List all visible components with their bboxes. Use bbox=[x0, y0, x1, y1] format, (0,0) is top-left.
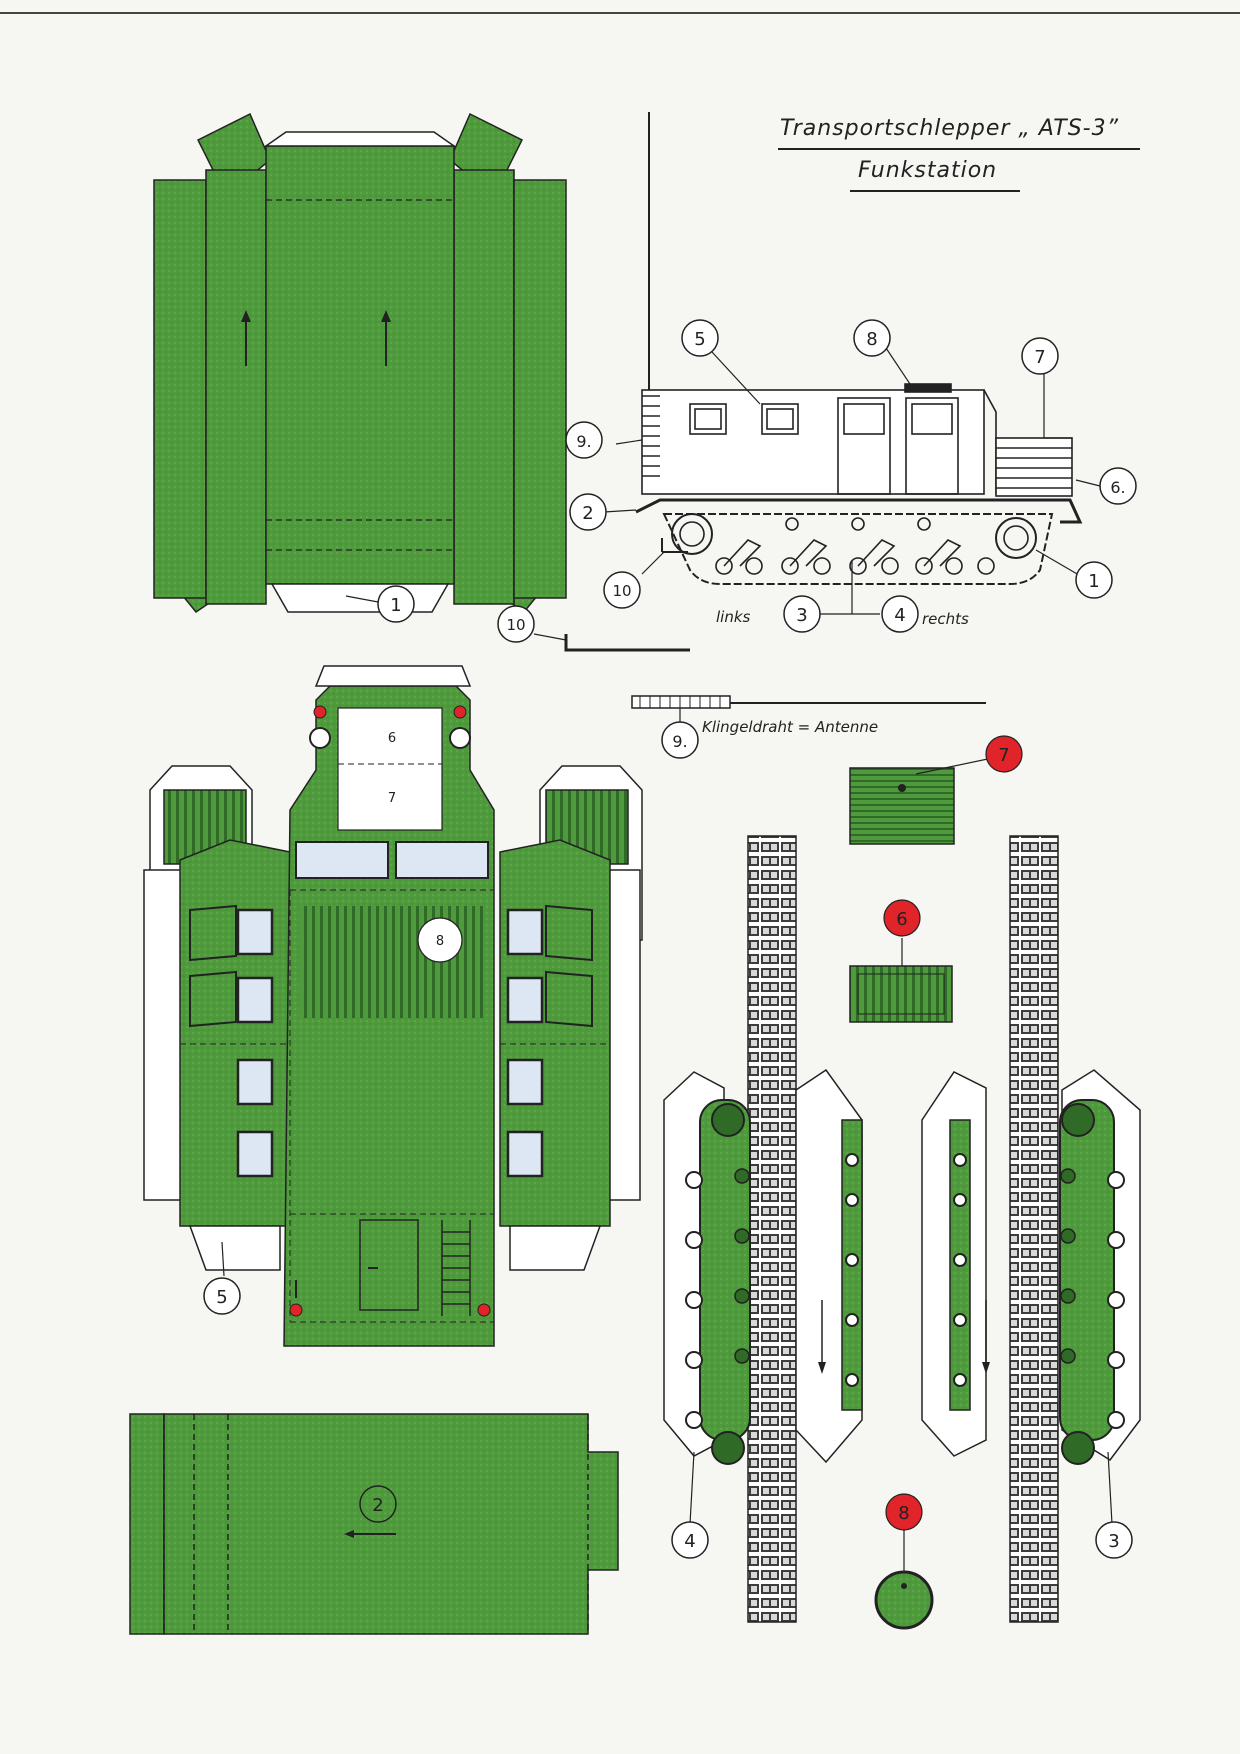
label-links: links bbox=[716, 608, 751, 626]
callout-10-side: 10 bbox=[603, 571, 641, 609]
label-antenna: Klingeldraht = Antenne bbox=[702, 718, 878, 736]
red-callout-6: 6 bbox=[883, 899, 921, 937]
panel-7-text: 7 bbox=[388, 791, 396, 806]
callout-5-side-text: 5 bbox=[694, 329, 705, 350]
callout-5-body-text: 5 bbox=[216, 1287, 227, 1308]
callout-6-side: 6. bbox=[1099, 467, 1137, 505]
part-1-roof-net bbox=[153, 112, 567, 614]
callout-4-side: 4 bbox=[881, 595, 919, 633]
callout-6-side-text: 6. bbox=[1110, 478, 1125, 497]
panel-label-8: 8 bbox=[436, 934, 444, 949]
callout-4-gear: 4 bbox=[671, 1521, 709, 1559]
part-7-panel bbox=[849, 755, 1003, 845]
part-2-base-plate bbox=[129, 1413, 619, 1635]
part-8-hatch-disc bbox=[874, 1530, 934, 1630]
callout-8-side: 8 bbox=[853, 319, 891, 357]
callout-7-side: 7 bbox=[1021, 337, 1059, 375]
callout-1-text: 1 bbox=[390, 595, 401, 616]
panel-6-text: 6 bbox=[388, 731, 396, 746]
panel-8-text: 8 bbox=[436, 934, 444, 949]
callout-3-side: 3 bbox=[783, 595, 821, 633]
panel-label-6: 6 bbox=[388, 731, 396, 746]
track-strip-right bbox=[1009, 835, 1059, 1623]
part-5-body-net bbox=[143, 665, 643, 1347]
sheet-top-edge bbox=[0, 12, 1240, 14]
callout-1-roof: 1 bbox=[345, 585, 415, 623]
callout-5-side: 5 bbox=[681, 319, 719, 357]
callout-7-side-text: 7 bbox=[1034, 347, 1045, 368]
subtitle-underline bbox=[850, 190, 1020, 192]
callout-4-gear-text: 4 bbox=[684, 1531, 695, 1552]
callout-3-gear: 3 bbox=[1095, 1521, 1133, 1559]
callout-2-side: 2 bbox=[569, 493, 607, 531]
callout-8-side-text: 8 bbox=[866, 329, 877, 350]
part-9-antenna-drawing bbox=[631, 695, 986, 726]
panel-label-7: 7 bbox=[388, 791, 396, 806]
side-leader-lines bbox=[603, 347, 1101, 615]
part-10-bracket-drawing bbox=[533, 633, 690, 652]
sheet-subtitle: Funkstation bbox=[858, 158, 998, 183]
side-elevation-drawing bbox=[635, 112, 1083, 585]
callout-10-bracket: 10 bbox=[497, 605, 535, 643]
label-rechts: rechts bbox=[922, 610, 969, 628]
red-callout-8: 8 bbox=[885, 1493, 923, 1531]
callout-5-body: 5 bbox=[203, 1277, 241, 1315]
callout-2-side-text: 2 bbox=[582, 503, 593, 524]
part-3-running-gear bbox=[921, 1069, 1141, 1525]
callout-10-bracket-text: 10 bbox=[506, 616, 525, 634]
callout-3-side-text: 3 bbox=[796, 605, 807, 626]
callout-9-side-text: 9. bbox=[576, 432, 591, 451]
title-underline bbox=[778, 148, 1140, 150]
callout-4-side-text: 4 bbox=[894, 605, 905, 626]
callout-1-side: 1 bbox=[1075, 561, 1113, 599]
callout-3-gear-text: 3 bbox=[1108, 1531, 1119, 1552]
callout-9-antenna: 9. bbox=[661, 721, 699, 759]
callout-9-antenna-text: 9. bbox=[672, 732, 687, 751]
callout-2-base: 2 bbox=[359, 1485, 397, 1523]
callout-2-base-text: 2 bbox=[372, 1495, 383, 1516]
red-7-text: 7 bbox=[998, 745, 1009, 766]
red-callout-7: 7 bbox=[985, 735, 1023, 773]
callout-9-side: 9. bbox=[565, 421, 603, 459]
red-8-text: 8 bbox=[898, 1503, 909, 1524]
callout-10-side-text: 10 bbox=[612, 582, 631, 600]
callout-1-side-text: 1 bbox=[1088, 571, 1099, 592]
part-4-running-gear bbox=[663, 1068, 863, 1525]
red-6-text: 6 bbox=[896, 909, 907, 930]
sheet-title: Transportschlepper „ ATS-3” bbox=[780, 116, 1119, 141]
track-strip-left bbox=[747, 835, 797, 1623]
part-6-panel bbox=[849, 938, 953, 1023]
